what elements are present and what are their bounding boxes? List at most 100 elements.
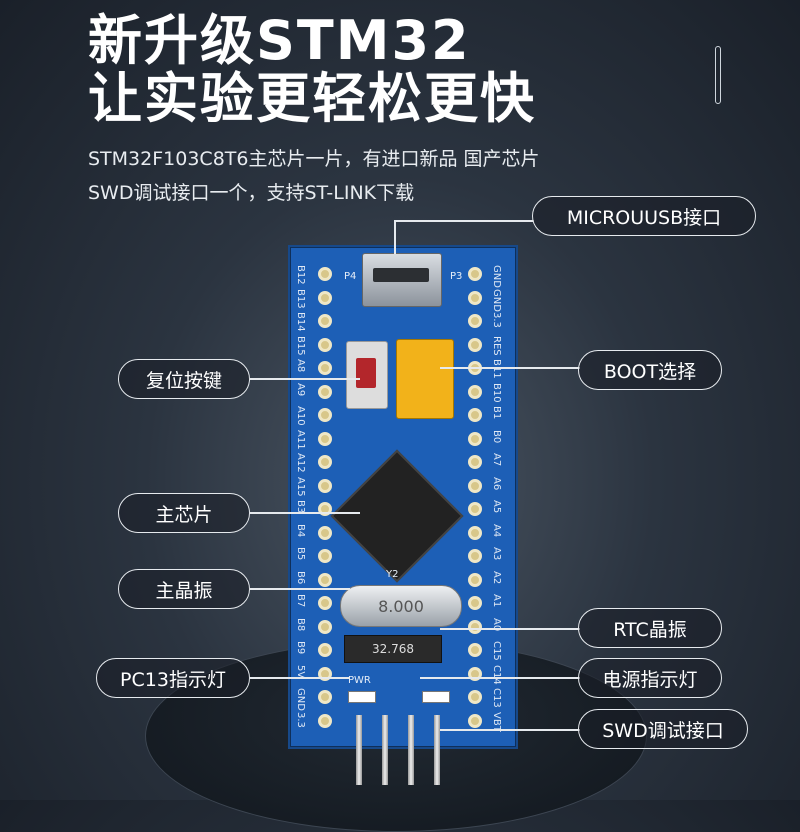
pin-label: GND — [491, 265, 502, 288]
pin-label: B13 — [295, 288, 306, 309]
header-pin — [318, 549, 332, 563]
header-pin — [318, 478, 332, 493]
header-pin — [468, 314, 482, 328]
header-pin — [468, 619, 482, 634]
label-y2: Y2 — [386, 569, 399, 580]
pin-label: B10 — [491, 382, 502, 403]
header-pin — [318, 596, 332, 610]
pin-label: A10 — [295, 406, 306, 426]
callout-usb: MICROUUSB接口 — [532, 196, 756, 236]
header-pin — [468, 549, 482, 563]
pin-label: A5 — [491, 500, 502, 514]
header-pin — [318, 337, 332, 352]
header-pin — [318, 408, 332, 422]
main-chip — [330, 449, 464, 583]
chip-callout-line — [250, 512, 360, 514]
pin-label: B1 — [491, 406, 502, 420]
decorative-bar — [715, 46, 721, 104]
pin-label: GND — [491, 288, 502, 312]
header-pin — [318, 690, 332, 704]
title-line-2: 让实验更轻松更快 — [88, 67, 536, 130]
subtitle-line-2: SWD调试接口一个，支持ST-LINK下载 — [88, 182, 415, 204]
pin-label: A2 — [491, 570, 502, 584]
header-pin — [318, 290, 332, 305]
header-pin — [318, 619, 332, 634]
callout-main-crystal: 主晶振 — [118, 569, 250, 609]
header-pin — [318, 525, 332, 540]
reset-button — [346, 341, 388, 409]
pin-label: B6 — [295, 570, 306, 584]
header-pin — [468, 455, 482, 469]
callout-reset: 复位按键 — [118, 359, 250, 399]
header-pin — [468, 478, 482, 493]
pin-label: B12 — [295, 265, 306, 285]
header-pin — [318, 455, 332, 469]
pin-label: B4 — [295, 523, 306, 537]
header-pin — [318, 643, 332, 657]
rtc-crystal: 32.768 — [344, 635, 442, 663]
callout-swd: SWD调试接口 — [578, 709, 748, 749]
subtitle-line-1: STM32F103C8T6主芯片一片，有进口新品 国产芯片 — [88, 148, 540, 170]
label-p3: P3 — [450, 271, 463, 282]
pin-label: 3.3 — [491, 312, 502, 328]
pc13-led — [348, 691, 376, 703]
header-pin — [468, 408, 482, 422]
header-pin — [468, 502, 482, 516]
header-pin — [468, 431, 482, 446]
power-led — [422, 691, 450, 703]
header-pin — [468, 267, 482, 281]
header-pin — [318, 267, 332, 281]
pin-label: B9 — [295, 641, 306, 655]
power-callout-line — [420, 677, 580, 679]
header-pin — [468, 690, 482, 704]
swd-header-pin — [382, 715, 388, 785]
header-pin — [468, 643, 482, 657]
pin-label: C14 — [491, 664, 502, 685]
usb-connector — [362, 253, 442, 307]
main-crystal: 8.000 — [340, 585, 462, 627]
pin-label: B5 — [295, 547, 306, 561]
callout-power-led: 电源指示灯 — [578, 658, 722, 698]
pin-label: B11 — [491, 359, 502, 379]
pin-label: B14 — [295, 312, 306, 332]
callout-pc13-led: PC13指示灯 — [96, 658, 250, 698]
pin-label: B0 — [491, 429, 502, 443]
header-pin — [468, 384, 482, 399]
title-line-1: 新升级STM32 — [88, 9, 471, 72]
header-pin — [318, 361, 332, 375]
pin-label: 5V — [295, 664, 306, 678]
rtc-callout-line — [440, 628, 580, 630]
pin-label: A15 — [295, 476, 306, 497]
pin-label: A9 — [295, 382, 306, 396]
boot-jumper — [396, 339, 454, 419]
swd-header-pin — [408, 715, 414, 785]
pin-label: A4 — [491, 523, 502, 537]
header-pin — [468, 572, 482, 587]
pin-label: RES — [491, 335, 502, 356]
header-pin — [468, 525, 482, 540]
header-pin — [318, 314, 332, 328]
pin-label: B7 — [295, 594, 306, 608]
pin-label: A8 — [295, 359, 306, 373]
pin-label: A12 — [295, 453, 306, 473]
callout-main-chip: 主芯片 — [118, 493, 250, 533]
label-pwr: PWR — [348, 675, 371, 686]
header-pin — [318, 431, 332, 446]
boot-callout-line — [440, 367, 580, 369]
label-p4: P4 — [344, 271, 357, 282]
pin-label: A11 — [295, 429, 306, 450]
callout-boot: BOOT选择 — [578, 350, 722, 390]
crystal-callout-line — [250, 588, 350, 590]
header-pin — [468, 596, 482, 610]
header-pin — [468, 713, 482, 728]
reset-callout-line — [250, 378, 360, 380]
header-pin — [318, 572, 332, 587]
pin-label: A3 — [491, 547, 502, 561]
pc13-callout-line — [250, 677, 350, 679]
pin-label: A6 — [491, 476, 502, 490]
pin-label: B8 — [295, 617, 306, 631]
header-pin — [468, 337, 482, 352]
pin-label: A7 — [491, 453, 502, 467]
header-pin — [318, 502, 332, 516]
